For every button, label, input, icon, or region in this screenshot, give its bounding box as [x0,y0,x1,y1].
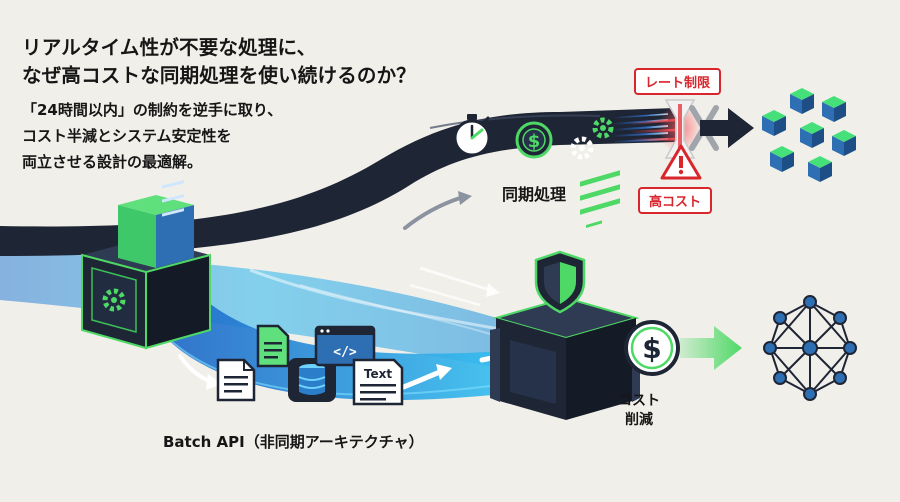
database-icon [288,358,336,402]
batch-api-label: Batch API（非同期アーキテクチャ） [163,433,424,451]
dollar-coin-icon [515,121,553,159]
batch-processor-server [490,170,640,420]
source-server [81,180,211,350]
code-window-glyph: </> [333,345,357,360]
subheadline-line-1: 「24時間以内」の制約を逆手に取り、 [22,101,283,119]
headline: リアルタイム性が不要な処理に、 なぜ高コストな同期処理を使い続けるのか？ [22,34,416,90]
cost-reduction-label: コスト 削減 [618,392,660,430]
sync-processing-label: 同期処理 [502,185,567,204]
doc-text-label: Text [364,367,392,381]
sync-output-arrow [700,108,754,148]
text-document-icon [352,358,404,406]
dollar-glyph: $ [528,131,541,152]
security-shield-icon [534,250,586,314]
headline-line-1: リアルタイム性が不要な処理に、 [22,36,317,59]
sync-flow-band [0,108,675,256]
subheadline-line-2: コスト半減とシステム安定性を [22,127,232,145]
gears-icon [570,117,614,160]
cost-reduction-line-2: 削減 [625,412,653,428]
document-card-icon [216,358,256,402]
network-graph-icon [763,295,857,401]
cost-reduction-line-1: コスト [618,393,660,409]
subheadline: 「24時間以内」の制約を逆手に取り、 コスト半減とシステム安定性を 両立させる設… [22,97,282,175]
cost-reduction-coin-icon [624,320,680,376]
cost-coin-dollar-glyph: $ [642,332,661,365]
scattered-cubes-icon [762,88,856,182]
headline-line-2: なぜ高コストな同期処理を使い続けるのか？ [22,64,417,87]
warning-triangle-icon [660,144,702,180]
stopwatch-icon [453,114,491,157]
batch-output-arrow [680,326,742,370]
green-document-icon [256,324,290,368]
high-cost-badge: 高コスト [638,187,713,214]
subheadline-line-3: 両立させる設計の最適解。 [22,153,203,171]
code-window-icon [314,325,376,367]
rate-limit-badge: レート制限 [634,68,722,95]
